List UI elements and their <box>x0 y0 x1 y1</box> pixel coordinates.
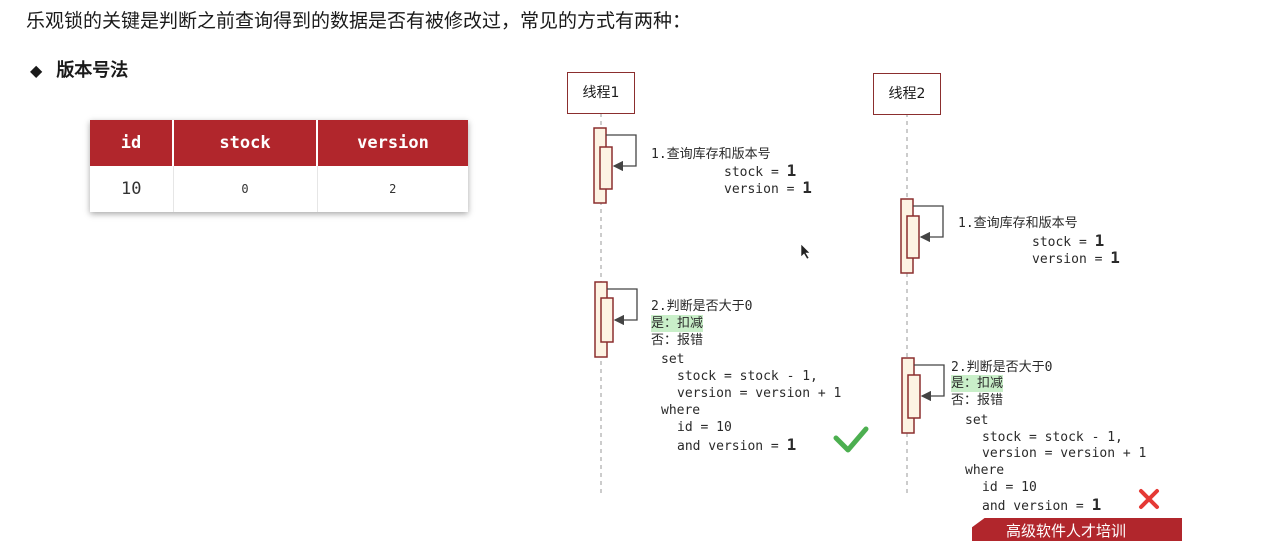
table-header: id <box>90 120 174 166</box>
t1-sql-where: where <box>661 403 701 418</box>
t1-step2-yes: 是：扣减 <box>651 315 704 332</box>
cross-icon <box>1139 489 1159 509</box>
activation-t2-s1 <box>900 198 944 274</box>
t1-step1-stock: stock = 1 <box>724 161 797 180</box>
section-bullet: ◆ 版本号法 <box>30 56 128 82</box>
bullet-label: 版本号法 <box>56 60 129 81</box>
table-header-row: id stock version <box>90 120 468 166</box>
brand-banner: 高级软件人才培训 <box>972 518 1182 541</box>
t1-sql-line: and version = 1 <box>677 435 797 454</box>
table-cell: 2 <box>389 182 397 196</box>
activation-t2-s2 <box>901 357 945 434</box>
table-cell: 10 <box>90 166 174 212</box>
t1-sql-line: version = version + 1 <box>677 386 842 401</box>
t2-step1-title: 1.查询库存和版本号 <box>958 216 1078 231</box>
t2-step2-yes: 是：扣减 <box>951 375 1004 392</box>
table-cell: 0 <box>173 166 318 212</box>
t2-sql-set: set <box>965 413 989 428</box>
table-row: 10 0 2 <box>90 166 468 212</box>
version-table: id stock version 10 0 2 <box>90 120 468 212</box>
t1-sql-set: set <box>661 352 685 367</box>
t1-step1-title: 1.查询库存和版本号 <box>651 147 771 162</box>
table-header: version <box>317 120 468 166</box>
thread1-label: 线程1 <box>567 72 635 114</box>
t1-sql-line: id = 10 <box>677 420 732 435</box>
t1-step2-no: 否：报错 <box>651 333 704 348</box>
t2-step1-version: version = 1 <box>1032 248 1120 267</box>
t2-sql-line: and version = 1 <box>982 495 1102 514</box>
t2-sql-where: where <box>965 463 1005 478</box>
t1-sql-line: stock = stock - 1, <box>677 369 818 384</box>
activation-t1-s2 <box>594 281 638 358</box>
t2-sql-line: id = 10 <box>982 480 1037 495</box>
t2-sql-line: stock = stock - 1, <box>982 430 1123 445</box>
t1-step1-version: version = 1 <box>724 178 812 197</box>
diamond-icon: ◆ <box>30 61 43 80</box>
t2-step2-no: 否：报错 <box>951 393 1004 408</box>
cursor-icon <box>800 243 811 260</box>
check-icon <box>833 426 869 453</box>
t2-step1-stock: stock = 1 <box>1032 231 1105 250</box>
page-heading: 乐观锁的关键是判断之前查询得到的数据是否有被修改过，常见的方式有两种： <box>26 10 692 32</box>
table-header: stock <box>173 120 318 166</box>
t2-sql-line: version = version + 1 <box>982 446 1147 461</box>
activation-t1-s1 <box>593 127 637 204</box>
t1-step2-title: 2.判断是否大于0 <box>651 299 753 314</box>
thread2-label: 线程2 <box>873 73 941 115</box>
t2-step2-title: 2.判断是否大于0 <box>951 360 1053 375</box>
